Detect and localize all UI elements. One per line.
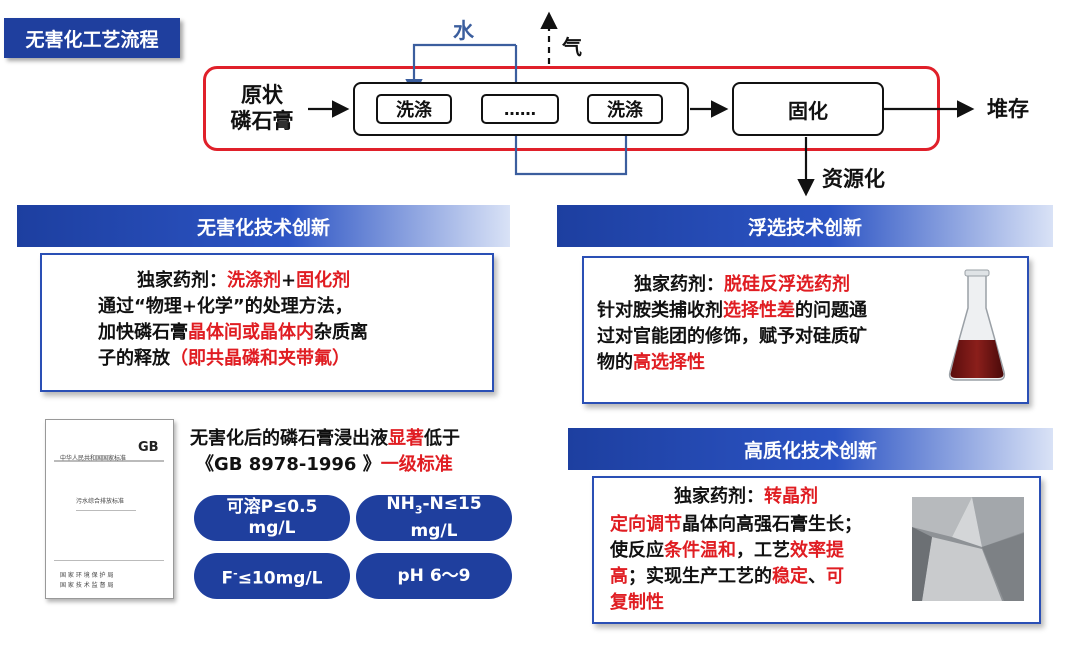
gas-label: 气	[562, 35, 582, 59]
stack-label: 堆存	[987, 97, 1029, 121]
right-bottom-line-4: 高；实现生产工艺的稳定、可	[610, 566, 844, 587]
gb-logo: GB	[138, 440, 159, 455]
resource-label: 资源化	[822, 167, 885, 191]
water-label: 水	[453, 19, 474, 43]
left-panel	[40, 253, 494, 392]
left-line-4: 子的释放（即共晶磷和夹带氟）	[98, 348, 350, 369]
section-title: 无害化工艺流程	[4, 18, 180, 58]
right-top-heading: 浮选技术创新	[557, 205, 1053, 247]
right-top-agent: 独家药剂：脱硅反浮选药剂	[634, 274, 850, 295]
left-line-3: 加快磷石膏晶体间或晶体内杂质离	[98, 322, 368, 343]
doc-title: 污水综合排放标准	[76, 498, 125, 505]
right-bottom-line-5: 复制性	[610, 592, 664, 613]
input-line1: 原状	[241, 83, 283, 107]
right-top-line-2: 针对胺类捕收剂选择性差的问题通	[597, 300, 867, 321]
solidify-box: 固化	[732, 82, 884, 136]
right-bottom-agent: 独家药剂：转晶剂	[674, 486, 818, 507]
crystal-micrograph	[912, 497, 1024, 601]
left-panel-heading: 无害化技术创新	[17, 205, 510, 247]
wash-box-1: 洗涤	[376, 94, 452, 124]
input-line2: 磷石膏	[230, 109, 294, 133]
water-loop-line	[405, 43, 516, 97]
right-bottom-line-2: 定向调节晶体向高强石膏生长；	[610, 514, 862, 535]
standard-line-1: 无害化后的磷石膏浸出液显著低于	[190, 428, 460, 449]
doc-bottom-1: 国 家 环 境 保 护 局	[60, 572, 114, 579]
left-agent-line: 独家药剂：洗涤剂+固化剂	[137, 270, 351, 291]
left-line-2: 通过“物理+化学”的处理方法，	[98, 296, 353, 317]
right-top-line-4: 物的高选择性	[597, 352, 705, 373]
pill-ph: pH 6～9	[356, 553, 512, 599]
right-bottom-heading: 高质化技术创新	[568, 428, 1053, 470]
gb-standard-document: GB 中华人民共和国国家标准 污水综合排放标准 国 家 环 境 保 护 局 国 …	[45, 419, 174, 599]
doc-org: 中华人民共和国国家标准	[60, 455, 127, 462]
flask-image	[948, 269, 1006, 381]
doc-bottom-2: 国 家 技 术 监 督 局	[60, 582, 114, 589]
standard-line-2: 《GB 8978-1996 》一级标准	[196, 454, 453, 475]
ellipsis-box: ……	[481, 94, 559, 124]
right-bottom-line-3: 使反应条件温和，工艺效率提	[610, 540, 844, 561]
right-top-line-3: 过对官能团的修饰，赋予对硅质矿	[597, 326, 867, 347]
input-label: 原状 磷石膏	[222, 82, 302, 134]
wash-box-2: 洗涤	[587, 94, 663, 124]
pill-ammonia-n: NH3-N≤15 mg/L	[356, 494, 512, 541]
pill-fluoride: F-≤10mg/L	[194, 553, 350, 599]
